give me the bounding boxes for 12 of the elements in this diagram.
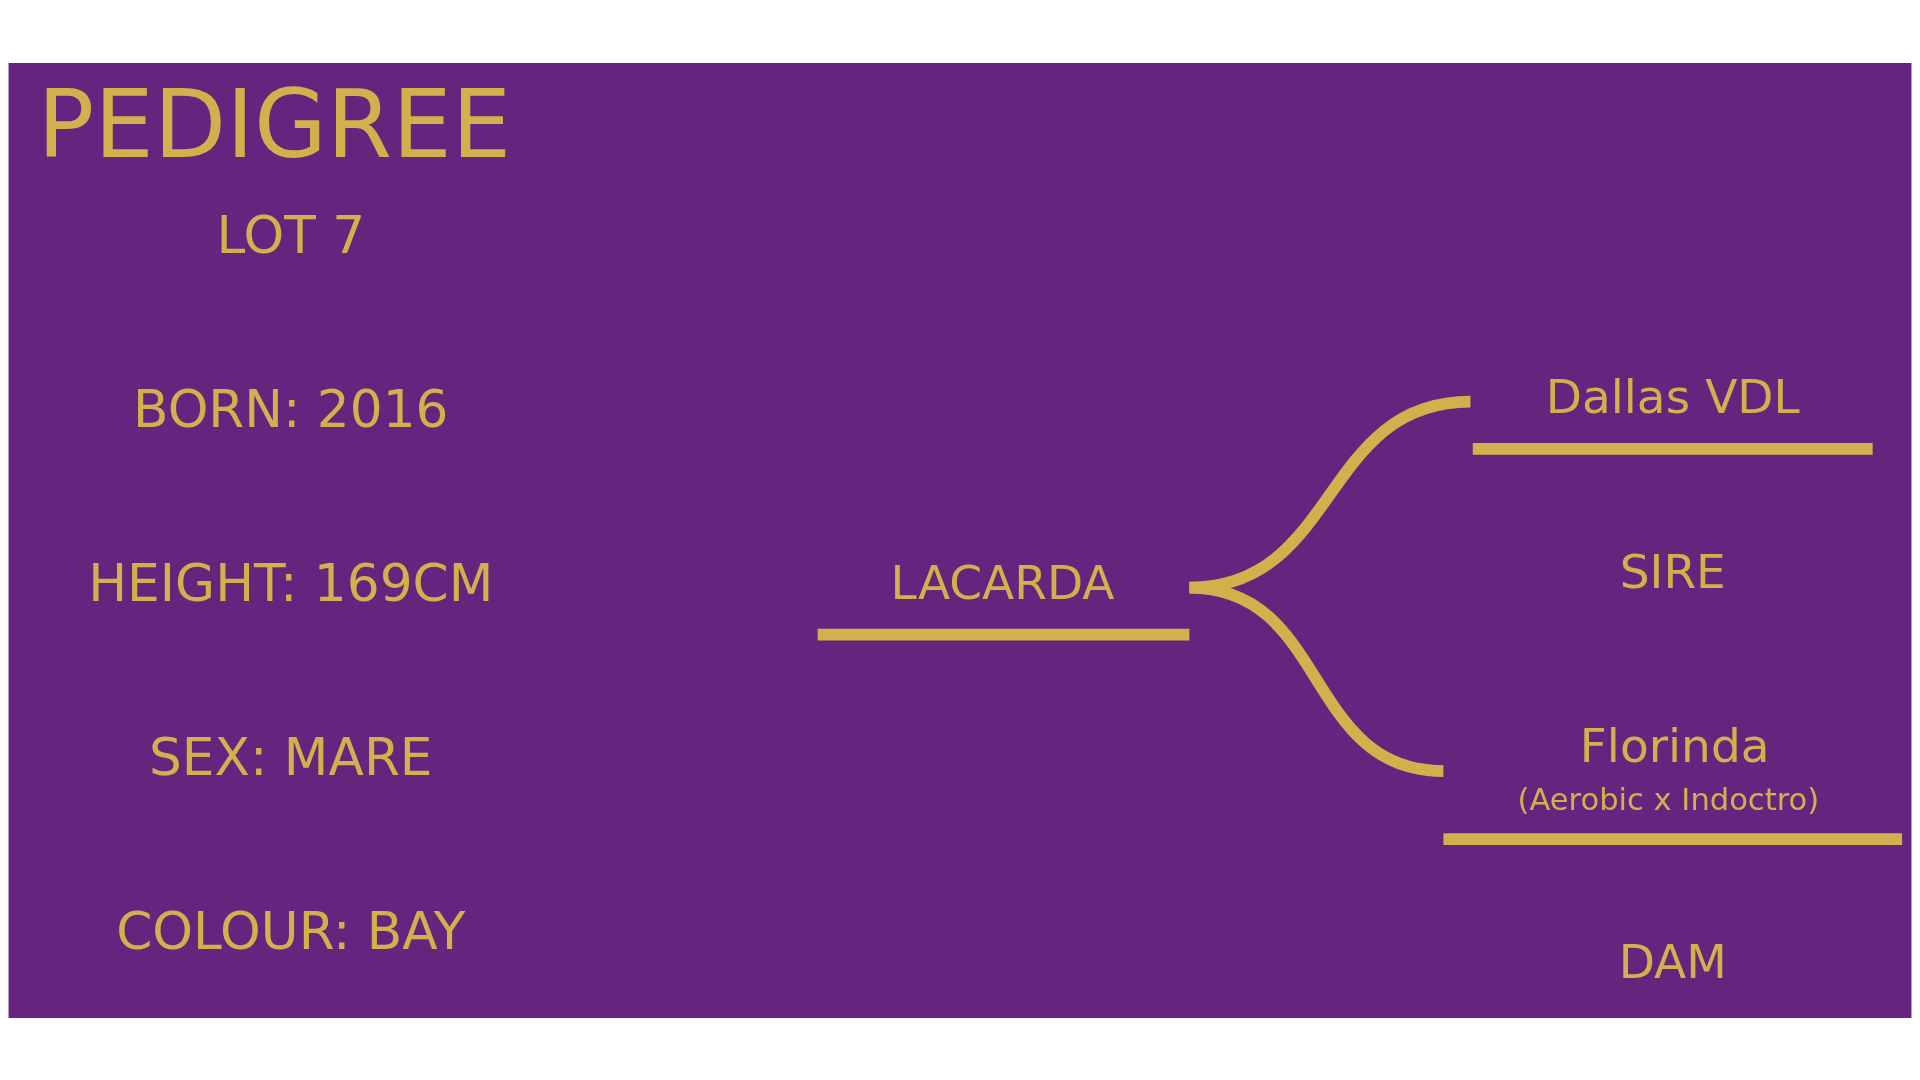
node-label: SIRE <box>1619 543 1726 599</box>
connector <box>1188 581 1445 777</box>
diagram-title: PEDIGREE <box>37 69 512 179</box>
node-text: Dallas VDL <box>1545 368 1800 424</box>
node-label: DAM <box>1618 933 1727 989</box>
label: SEX: MARE <box>149 726 433 787</box>
node-text: LACARDA <box>890 554 1115 610</box>
label: BORN: 2016 <box>133 378 449 439</box>
label: HEIGHT: 169CM <box>88 552 494 613</box>
node-text: Florinda (Aerobic x Indoctro) <box>1517 717 1820 817</box>
label: LOT 7 <box>216 204 366 265</box>
label: COLOUR: BAY <box>116 900 466 961</box>
